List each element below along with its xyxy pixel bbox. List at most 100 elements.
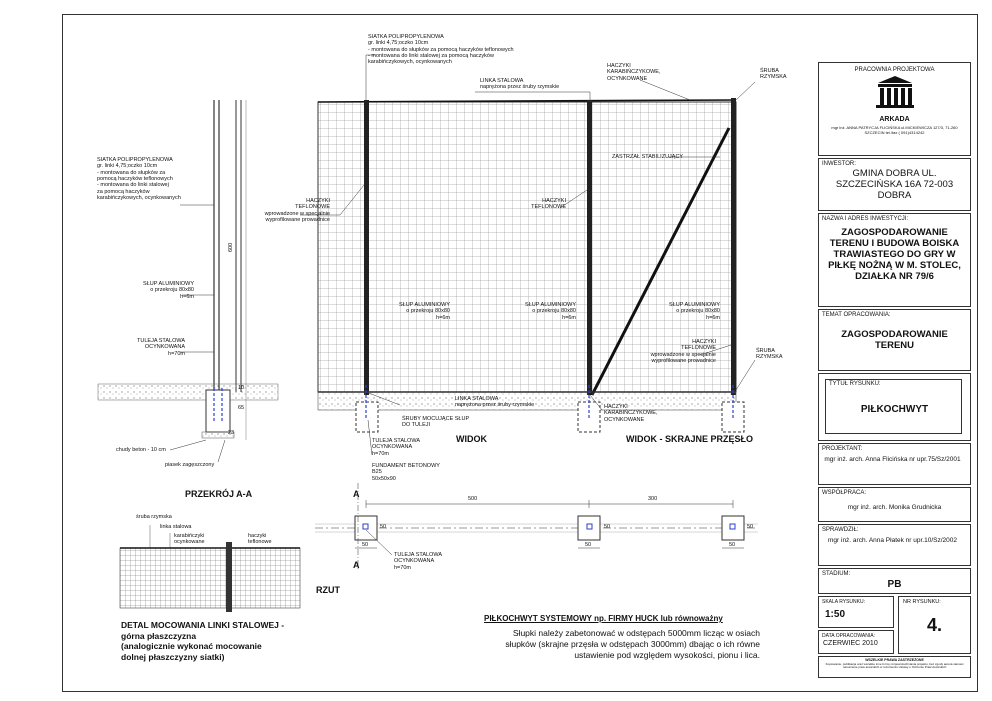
post-3 [731,98,736,395]
plan-view [315,483,758,570]
tb-date-value: CZERWIEC 2010 [823,640,878,647]
drawing-sheet-border [62,14,978,692]
label-turnbuckle-bottom: ŚRUBA RZYMSKA [756,348,783,361]
label-cable-bottom: LINKA STALOWA naprężona przez śruby rzym… [455,396,535,409]
tb-firm-address: mgr inż. ANNA PATRYCJA FLICIŃSKA ul.MICK… [831,125,958,135]
tb-scale-label: SKALA RYSUNKU: [822,599,865,605]
label-detail-cable: linka stalowa [160,524,192,530]
section-marker-top: A [353,489,360,499]
tb-collab-label: WSPÓŁPRACA: [822,490,867,496]
label-detail-carabiners: karabińczyki ocynkowane [174,533,205,546]
label-carabiner-bottom: HACZYKI KARABIŃCZYKOWE, OCYNKOWANE [604,404,658,423]
tb-drawing-title-label: TYTUŁ RYSUNKU: [829,381,881,387]
label-cable-top: LINKA STALOWA naprężona przez śruby rzym… [480,78,560,91]
title-end-bay: WIDOK - SKRAJNE PRZĘSŁO [626,434,754,444]
tb-date-label: DATA OPRACOWANIA: [822,633,875,639]
label-post-3: SŁUP ALUMINIOWY o przekroju 80x80 h=6m [669,302,720,321]
label-sleeve-plan: TULEJA STALOWA OCYNKOWANA h=70m [394,552,442,571]
tb-stage-value: PB [887,579,902,590]
tb-rights-text: Kopiowanie, publikacja oraz wszelkie inn… [825,662,964,670]
section-marker-bottom: A [353,560,360,570]
detail-view [119,525,301,612]
label-sleeve-left: TULEJA STALOWA OCYNKOWANA h=70m [137,338,185,357]
note-body: Słupki należy zabetonować w odstępach 50… [505,628,760,661]
ground-band [317,391,737,411]
title-elevation: WIDOK [456,434,487,444]
tb-drawing-title-box: TYTUŁ RYSUNKU: PIŁKOCHWYT [818,373,971,441]
tb-designer-box: PROJEKTANT: mgr inż. arch. Anna Flicińsk… [818,443,971,485]
title-section: PRZEKRÓJ A-A [185,489,253,499]
tb-project-name-label: NAZWA I ADRES INWESTYCJI: [822,216,909,222]
tb-subject-label: TEMAT OPRACOWANIA: [822,312,891,318]
tb-investor-box: INWESTOR: GMINA DOBRA UL. SZCZECIŃSKA 16… [818,158,971,211]
label-detail-teflon: haczyki teflonowe [248,533,272,546]
label-brace: ZASTRZAŁ STABILIZUJĄCY [612,154,684,160]
tb-project-name-box: NAZWA I ADRES INWESTYCJI: ZAGOSPODAROWAN… [818,213,971,307]
tb-number-box: NR RYSUNKU: 4. [898,596,971,654]
post-2 [587,100,592,395]
label-fixing-bolts: ŚRUBY MOCUJĄCE SŁUP DO TULEJI [402,416,470,429]
tb-checked-label: SPRAWDZIŁ: [822,527,859,533]
stabilizing-brace [590,127,731,396]
tb-firm-box: PRACOWNIA PROJEKTOWA ARKADA mgr inż. ANN… [818,62,971,156]
tb-checked-box: SPRAWDZIŁ: mgr inż. arch. Anna Płatek nr… [818,524,971,566]
label-teflon-hooks-2: HACZYKI TEFLONOWE [531,198,566,211]
tb-firm-name: ARKADA [879,116,910,123]
label-post-2: SŁUP ALUMINIOWY o przekroju 80x80 h=6m [525,302,576,321]
dim-23: 23 [228,430,235,436]
tb-project-name-value: ZAGOSPODAROWANIE TERENU I BUDOWA BOISKA … [828,227,961,282]
tb-scale-box: SKALA RYSUNKU: 1:50 [818,596,894,628]
tb-scale-value: 1:50 [825,609,846,620]
tb-investor-value: GMINA DOBRA UL. SZCZECIŃSKA 16A 72-003 D… [835,168,954,201]
label-teflon-hooks-3: HACZYKI TEFLONOWE wprowadzone w specjaln… [650,339,716,364]
tb-rights-box: WSZELKIE PRAWA ZASTRZEŻONE Kopiowanie, p… [818,656,971,678]
label-foundation: FUNDAMENT BETONOWY B25 50x50x90 [372,463,440,482]
dim-10: 10 [238,385,245,391]
tb-checked-value: mgr inż. arch. Anna Płatek nr upr.10/Sz/… [828,537,957,544]
section-aa [97,100,279,463]
label-post-left: SŁUP ALUMINIOWY o przekroju 80x80 h=6m [143,281,194,300]
tb-subject-value: ZAGOSPODAROWANIE TERENU [841,329,948,351]
post-1 [364,100,369,395]
title-plan: RZUT [316,585,340,595]
tb-collab-box: WSPÓŁPRACA: mgr inż. arch. Monika Grudni… [818,487,971,522]
dim-300: 300 [648,496,658,502]
dim-50-b: 50 [585,542,592,548]
tb-pracownia-label: PRACOWNIA PROJEKTOWA [854,67,935,73]
label-lean-concrete: chudy beton - 10 cm [116,447,166,453]
note-heading: PIŁKOCHWYT SYSTEMOWY np. FIRMY HUCK lub … [484,614,723,623]
label-teflon-hooks-1: HACZYKI TEFLONOWE wprowadzone w specjaln… [264,198,330,223]
tb-date-box: DATA OPRACOWANIA: CZERWIEC 2010 [818,630,894,654]
tb-investor-label: INWESTOR: [822,161,856,167]
label-netting-left: SIATKA POLIPROPYLENOWA gr. linki 4,75;oc… [97,157,181,201]
title-detail: DETAL MOCOWANIA LINKI STALOWEJ - górna p… [121,620,285,662]
tb-number-label: NR RYSUNKU: [903,599,941,605]
steel-cable-top [317,99,737,103]
label-carabiner-top: HACZYKI KARABIŃCZYKOWE, OCYNKOWANE [607,63,661,82]
label-sleeve-mid: TULEJA STALOWA OCYNKOWANA h=70m [372,438,420,457]
dim-50-f: 50 [747,524,754,530]
label-compacted-sand: piasek zagęszczony [165,462,215,468]
dim-50-a: 50 [362,542,369,548]
dim-600: 600 [228,242,234,252]
foundation-1 [355,401,379,433]
label-post-1: SŁUP ALUMINIOWY o przekroju 80x80 h=6m [399,302,450,321]
dim-65: 65 [238,405,245,411]
tb-designer-label: PROJEKTANT: [822,446,863,452]
dim-500: 500 [468,496,478,502]
label-detail-turnbuckle: śruba rzymska [136,514,172,520]
pillars-logo [876,76,914,108]
tb-stage-label: STADIUM: [822,571,851,577]
tb-stage-box: STADIUM: PB [818,568,971,594]
tb-number-value: 4. [926,615,942,635]
elevation-view [300,54,756,456]
dim-50-d: 50 [380,524,387,530]
tb-subject-box: TEMAT OPRACOWANIA: ZAGOSPODAROWANIE TERE… [818,309,971,371]
dim-50-e: 50 [604,524,611,530]
tb-rights-title: WSZELKIE PRAWA ZASTRZEŻONE [865,658,924,662]
tb-drawing-title-value: PIŁKOCHWYT [860,404,929,415]
tb-designer-value: mgr inż. arch. Anna Flicińska nr upr.75/… [824,456,961,463]
label-netting-top: SIATKA POLIPROPYLENOWA gr. linki 4,75;oc… [368,34,514,66]
title-block: PRACOWNIA PROJEKTOWA ARKADA mgr inż. ANN… [818,62,971,685]
